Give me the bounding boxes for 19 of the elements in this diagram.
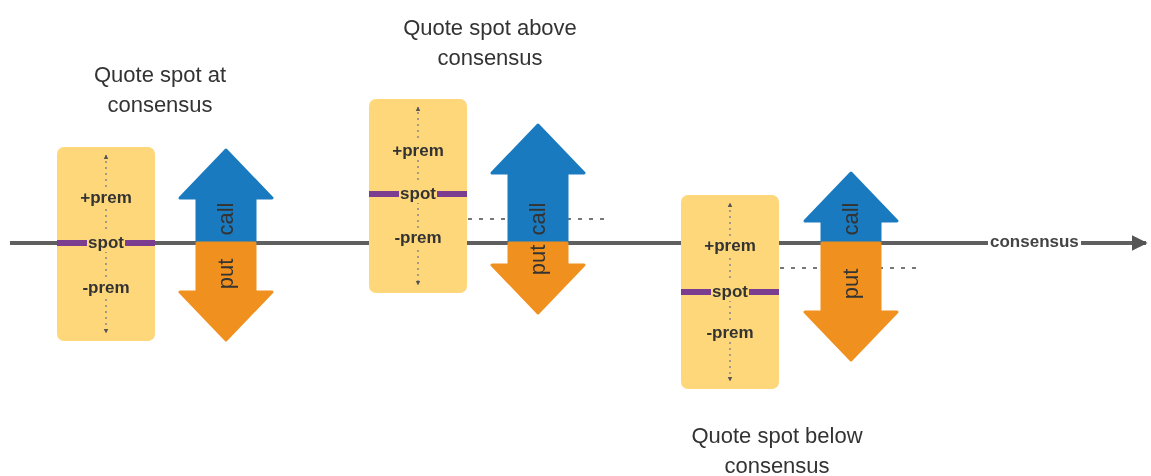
level-label: spot [711, 282, 749, 301]
option-label: put [525, 244, 551, 276]
level-label: spot [399, 184, 437, 203]
option-label: call [213, 202, 239, 236]
level-label: +prem [79, 188, 133, 207]
level-label: -prem [705, 323, 755, 342]
level-label: +prem [391, 141, 445, 160]
group-title: Quote spot below consensus [690, 422, 864, 476]
quote-box [681, 195, 779, 389]
group-title: Quote spot above consensus [402, 14, 578, 72]
option-label: call [838, 202, 864, 236]
option-label: call [525, 202, 551, 236]
quote-box [369, 99, 467, 293]
level-label: spot [87, 233, 125, 252]
level-label: -prem [81, 278, 131, 297]
option-label: put [838, 268, 864, 299]
group-title: Quote spot at consensus [92, 61, 228, 119]
quote-box [57, 147, 155, 341]
option-label: put [213, 258, 239, 289]
